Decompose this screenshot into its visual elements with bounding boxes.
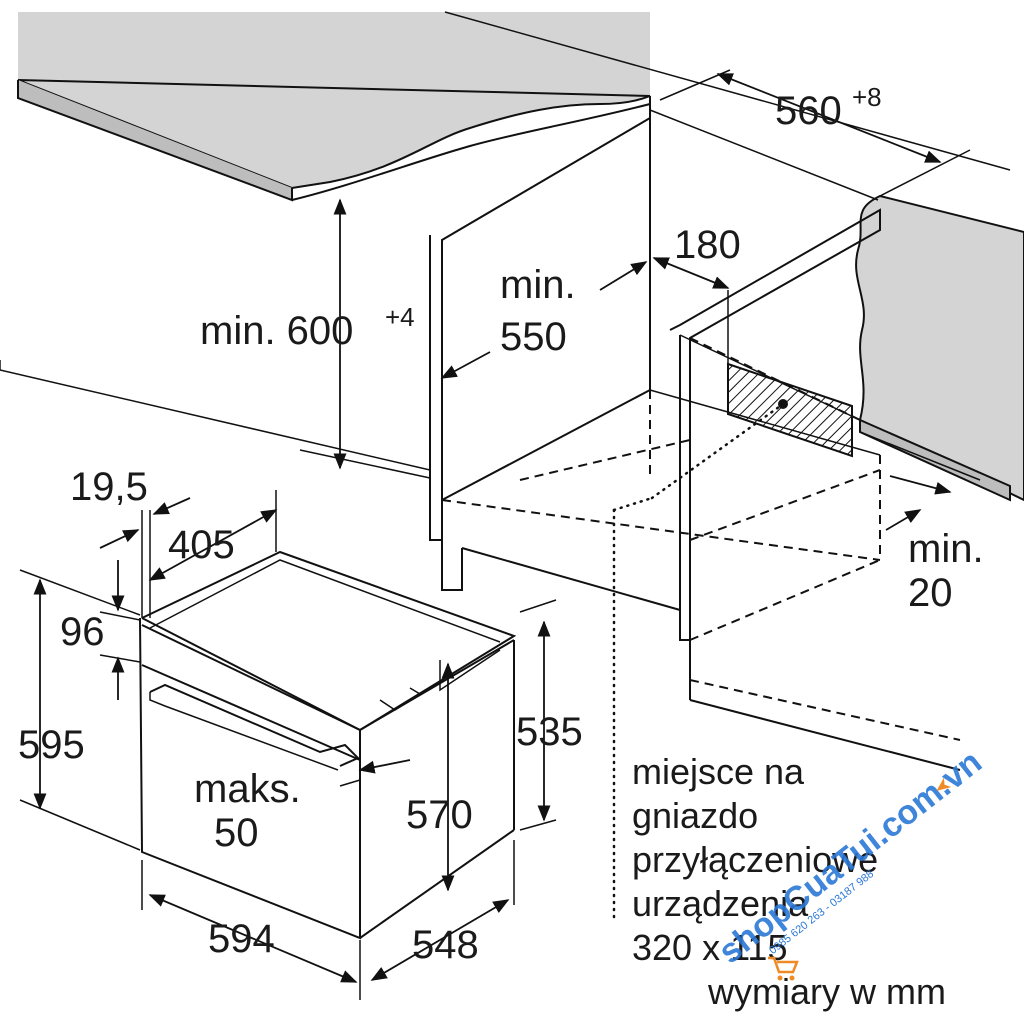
note-line-5: 320 x 115 xyxy=(632,927,787,968)
label-96: 96 xyxy=(60,610,105,654)
note-line-1: miejsce na xyxy=(632,751,805,792)
note-line-4: urządzenia xyxy=(632,883,809,924)
label-535: 535 xyxy=(516,710,583,754)
cart-icon xyxy=(768,956,799,981)
label-19-5: 19,5 xyxy=(70,465,148,509)
label-595: 595 xyxy=(18,723,85,767)
dimension-lines xyxy=(19,69,981,1000)
label-min-550-a: min. xyxy=(500,263,576,307)
label-560: 560 xyxy=(775,89,842,133)
worktop xyxy=(17,12,651,202)
label-min-550-b: 550 xyxy=(500,315,567,359)
label-570: 570 xyxy=(406,793,473,837)
label-560-tolerance: +8 xyxy=(852,82,882,112)
note-line-3: przyłączeniowe xyxy=(632,839,878,880)
dimension-labels: 560 +8 min. 600 +4 min. 550 180 19,5 405… xyxy=(18,82,984,967)
socket-area xyxy=(612,290,853,922)
note-line-2: gniazdo xyxy=(632,795,758,836)
label-600-tolerance: +4 xyxy=(385,302,415,332)
label-405: 405 xyxy=(168,523,235,567)
units-note: wymiary w mm xyxy=(707,971,946,1012)
label-min-20-b: 20 xyxy=(908,571,953,615)
socket-note: miejsce na gniazdo przyłączeniowe urządz… xyxy=(632,751,946,1012)
side-wall xyxy=(855,194,1024,502)
oven xyxy=(139,550,517,940)
label-min-20-a: min. xyxy=(908,527,984,571)
label-180: 180 xyxy=(674,223,741,267)
label-maks-50: 50 xyxy=(214,811,259,855)
label-548: 548 xyxy=(412,923,479,967)
label-594: 594 xyxy=(208,917,275,961)
plane-icon xyxy=(936,777,952,791)
label-maks: maks. xyxy=(194,767,301,811)
label-min-600: min. 600 xyxy=(200,309,353,353)
